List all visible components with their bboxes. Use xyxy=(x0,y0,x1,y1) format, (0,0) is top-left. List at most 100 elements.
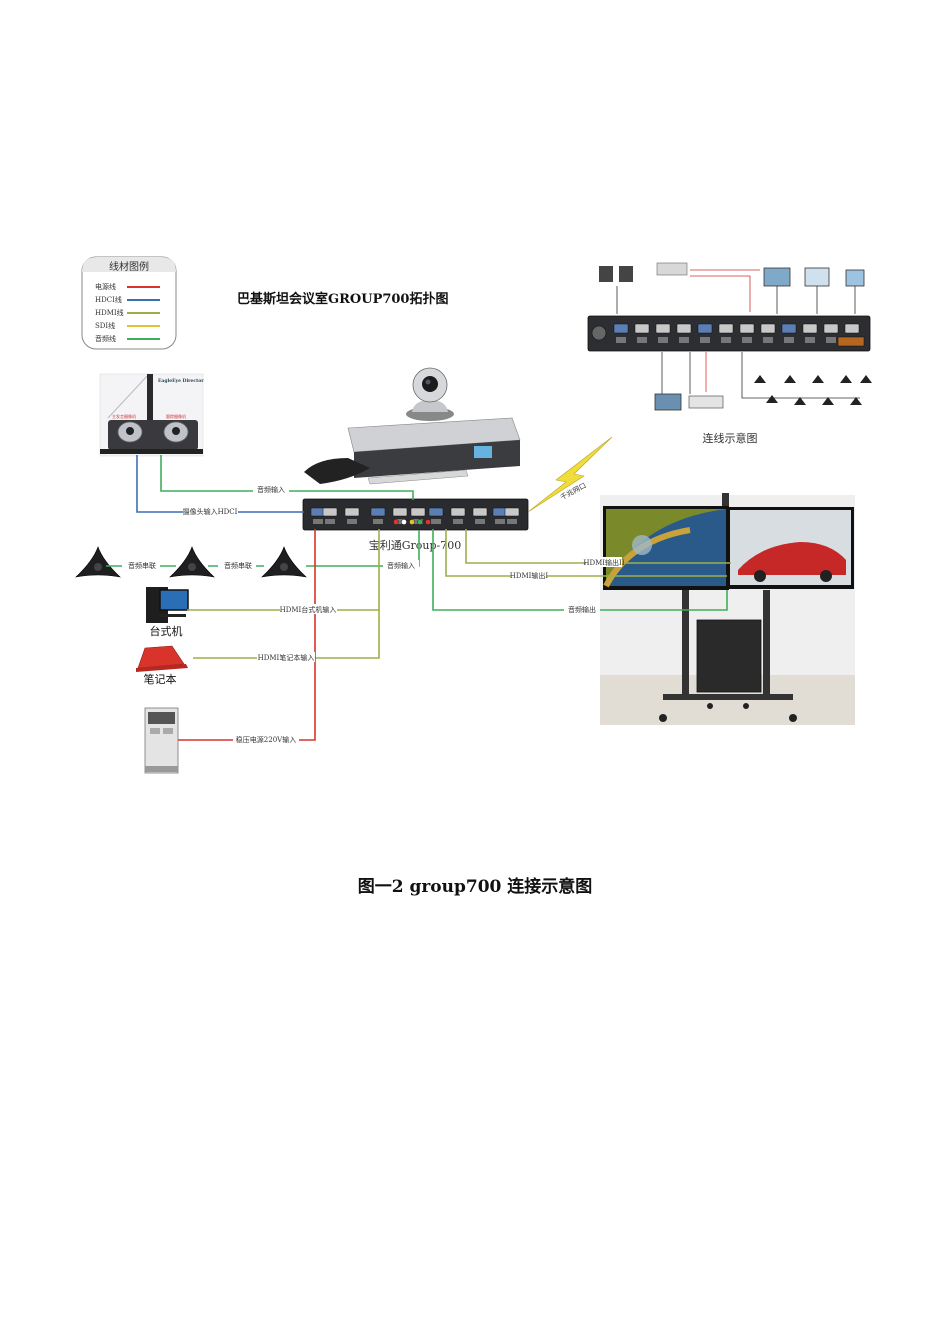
label-hdmi-desktop: HDMI台式机输入 xyxy=(280,605,337,614)
laptop-icon xyxy=(137,645,185,669)
laptop-device: 笔记本 xyxy=(136,645,188,686)
port-icon xyxy=(721,337,731,343)
label-hdmi-out-2: HDMI输出II xyxy=(583,558,624,567)
camera-right-label: 跟踪摄像机 xyxy=(166,413,186,419)
mini-monitor-icon-3 xyxy=(845,269,865,287)
port-icon xyxy=(802,323,818,334)
port-icon xyxy=(373,519,383,524)
port-icon xyxy=(679,337,689,343)
port-icon xyxy=(475,519,485,524)
audio-jack-icon xyxy=(425,519,431,525)
mini-mic-icon xyxy=(840,375,852,383)
cables xyxy=(106,455,731,741)
port-icon xyxy=(637,337,647,343)
port-icon xyxy=(472,507,488,517)
microphones xyxy=(75,546,307,578)
codec-product-photo xyxy=(304,367,521,485)
label-power: 稳压电源220V输入 xyxy=(236,735,296,744)
port-icon xyxy=(507,519,517,524)
camera-left-label: 主发言摄像机 xyxy=(112,413,136,419)
port-icon xyxy=(392,507,408,517)
power-socket-icon xyxy=(591,325,607,341)
camera-rig: EagleEye Director 主发言摄像机 跟踪摄像机 xyxy=(99,373,204,457)
microphone-icon xyxy=(261,546,307,578)
laptop-label: 笔记本 xyxy=(144,672,177,686)
port-icon xyxy=(742,337,752,343)
mini-mic-icon xyxy=(860,375,872,383)
port-icon xyxy=(322,507,338,517)
port-icon xyxy=(613,323,629,334)
legend-item-label: SDI线 xyxy=(95,321,115,330)
mini-mic-icon xyxy=(784,375,796,383)
port-icon xyxy=(395,519,405,524)
legend-item-label: 音频线 xyxy=(95,334,116,343)
label-camera-hdci: 摄像头输入HDCI xyxy=(183,507,238,516)
mini-camera-icon-1 xyxy=(599,266,613,282)
camera-brand-label: EagleEye Director xyxy=(158,378,204,384)
port-icon xyxy=(428,507,444,517)
port-icon xyxy=(431,519,441,524)
legend-item-label: HDCI线 xyxy=(95,295,122,304)
port-icon xyxy=(495,519,505,524)
mini-monitor-icon-1 xyxy=(763,267,791,287)
label-audio-in-camera: 音频输入 xyxy=(257,485,285,494)
mini-mic-icon xyxy=(850,397,862,405)
wiring-view: 连线示意图 xyxy=(587,262,872,445)
mini-mic-icon xyxy=(812,375,824,383)
port-icon xyxy=(826,337,836,343)
remote-control-icon xyxy=(367,469,469,485)
audio-jack-icon xyxy=(417,519,423,525)
port-icon xyxy=(697,323,713,334)
label-audio-out: 音频输出 xyxy=(568,605,596,614)
mini-monitor-icon-2 xyxy=(804,267,830,287)
port-icon xyxy=(344,507,360,517)
port-icon xyxy=(805,337,815,343)
mini-laptop-icon xyxy=(654,393,682,411)
port-icon xyxy=(410,507,426,517)
desktop-monitor-icon xyxy=(159,589,189,611)
conference-mic-icon xyxy=(304,458,370,484)
network-label: 千兆网口 xyxy=(559,481,588,502)
port-icon xyxy=(676,323,692,334)
label-mic-chain-2: 音频串联 xyxy=(224,561,252,570)
power-supply xyxy=(144,707,179,774)
port-icon xyxy=(655,323,671,334)
port-icon xyxy=(739,323,755,334)
port-icon xyxy=(504,507,520,517)
network-port-icon xyxy=(837,336,865,347)
mini-recorder-icon xyxy=(656,262,688,276)
desktop-device: 台式机 xyxy=(146,587,189,638)
port-icon xyxy=(616,337,626,343)
audio-jack-icon xyxy=(409,519,415,525)
port-icon xyxy=(347,519,357,524)
legend-item-label: 电源线 xyxy=(95,282,116,291)
port-icon xyxy=(450,507,466,517)
port-icon xyxy=(453,519,463,524)
port-icon xyxy=(370,507,386,517)
microphone-icon xyxy=(169,546,215,578)
label-mic-audio-in: 音频输入 xyxy=(387,561,415,570)
legend-item-label: HDMI线 xyxy=(95,308,124,317)
port-icon xyxy=(760,323,776,334)
figure-caption: 图一2 group700 连接示意图 xyxy=(357,877,593,897)
port-icon xyxy=(634,323,650,334)
mini-projector-icon xyxy=(688,395,724,409)
mini-mic-icon xyxy=(754,375,766,383)
port-icon xyxy=(763,337,773,343)
port-icon xyxy=(823,323,839,334)
microphone-center-icon xyxy=(188,563,196,571)
port-icon xyxy=(700,337,710,343)
label-hdmi-laptop: HDMI笔记本输入 xyxy=(258,653,315,662)
mini-camera-icon-2 xyxy=(619,266,633,282)
codec-label: 宝利通Group-700 xyxy=(369,538,462,552)
microphone-center-icon xyxy=(280,563,288,571)
port-icon xyxy=(658,337,668,343)
mini-mic-icon xyxy=(794,397,806,405)
port-icon xyxy=(784,337,794,343)
cable-labels: 音频输入 摄像头输入HDCI 音频串联 音频串联 音频输入 HDMI台式机输入 … xyxy=(122,484,625,744)
wiring-view-label: 连线示意图 xyxy=(703,431,758,445)
port-icon xyxy=(313,519,323,524)
port-icon xyxy=(718,323,734,334)
microphone-center-icon xyxy=(94,563,102,571)
